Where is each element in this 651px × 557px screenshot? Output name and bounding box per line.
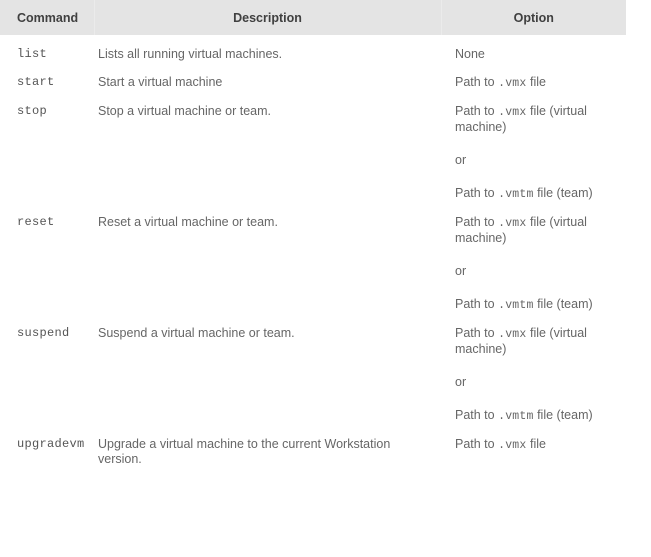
- option-text-suffix: file: [526, 75, 546, 89]
- table-row: stop Stop a virtual machine or team. Path …: [0, 91, 626, 202]
- option-file-extension: .vmx: [498, 106, 527, 119]
- option-line: Path to .vmtm file (team): [455, 297, 608, 313]
- option-line: or: [455, 153, 608, 168]
- option-text-suffix: file (virtual machine): [455, 215, 587, 245]
- option-text-suffix: file (team): [533, 297, 593, 311]
- option-line: or: [455, 375, 608, 390]
- option-text: Path to: [455, 437, 499, 451]
- table-row: reset Reset a virtual machine or team. Pat…: [0, 202, 626, 313]
- cell-option: Path to .vmx file: [441, 62, 626, 91]
- option-file-extension: .vmx: [498, 217, 527, 230]
- option-line: Path to .vmx file: [455, 437, 608, 453]
- cell-command: upgradevm: [17, 437, 85, 451]
- option-text: Path to: [455, 75, 499, 89]
- option-text: Path to: [455, 186, 499, 200]
- option-text-suffix: file (virtual machine): [455, 326, 587, 356]
- cell-option: Path to .vmx file: [441, 424, 626, 467]
- option-line: Path to .vmtm file (team): [455, 408, 608, 424]
- cell-command: start: [17, 75, 55, 89]
- column-header-option: Option: [441, 0, 626, 35]
- cell-command: stop: [17, 104, 48, 118]
- option-line: Path to .vmx file: [455, 75, 608, 91]
- cell-description: Start a virtual machine: [98, 75, 223, 89]
- option-text: Path to: [455, 104, 499, 118]
- cell-option: None: [441, 35, 626, 62]
- option-text: Path to: [455, 408, 499, 422]
- option-line: None: [455, 47, 608, 62]
- cell-description: Suspend a virtual machine or team.: [98, 326, 295, 340]
- option-text-suffix: file (virtual machine): [455, 104, 587, 134]
- option-text: or: [455, 375, 467, 389]
- table-row: upgradevm Upgrade a virtual machine to th…: [0, 424, 626, 467]
- cell-command: list: [17, 47, 48, 61]
- table-row: start Start a virtual machine Path to .vmx…: [0, 62, 626, 91]
- option-text-suffix: file (team): [533, 186, 593, 200]
- cell-description: Reset a virtual machine or team.: [98, 215, 278, 229]
- option-text-suffix: file: [526, 437, 546, 451]
- option-file-extension: .vmtm: [498, 188, 534, 201]
- option-line: Path to .vmtm file (team): [455, 186, 608, 202]
- table-header-row: Command Description Option: [0, 0, 626, 35]
- cell-description: Lists all running virtual machines.: [98, 47, 283, 61]
- column-header-command: Command: [0, 0, 95, 35]
- option-file-extension: .vmx: [498, 439, 527, 452]
- option-text: Path to: [455, 326, 499, 340]
- option-line: or: [455, 264, 608, 279]
- option-text: Path to: [455, 215, 499, 229]
- cell-description: Stop a virtual machine or team.: [98, 104, 271, 118]
- cell-command: reset: [17, 215, 55, 229]
- table-header: Command Description Option: [0, 0, 626, 35]
- column-header-description: Description: [94, 0, 442, 35]
- option-line: Path to .vmx file (virtual machine): [455, 104, 608, 135]
- command-reference-table: Command Description Option list Lists all…: [0, 0, 626, 467]
- cell-command: suspend: [17, 326, 70, 340]
- option-text: Path to: [455, 297, 499, 311]
- option-text: or: [455, 264, 467, 278]
- table-row: list Lists all running virtual machines. N…: [0, 35, 626, 62]
- option-file-extension: .vmx: [498, 328, 527, 341]
- table-body: list Lists all running virtual machines. N…: [0, 35, 626, 467]
- option-line: Path to .vmx file (virtual machine): [455, 326, 608, 357]
- option-file-extension: .vmx: [498, 77, 527, 90]
- table-row: suspend Suspend a virtual machine or team…: [0, 313, 626, 424]
- option-text: or: [455, 153, 467, 167]
- option-text-suffix: file (team): [533, 408, 593, 422]
- cell-description: Upgrade a virtual machine to the current…: [98, 437, 391, 466]
- option-line: Path to .vmx file (virtual machine): [455, 215, 608, 246]
- option-text: None: [455, 47, 485, 61]
- option-file-extension: .vmtm: [498, 299, 534, 312]
- option-file-extension: .vmtm: [498, 410, 534, 423]
